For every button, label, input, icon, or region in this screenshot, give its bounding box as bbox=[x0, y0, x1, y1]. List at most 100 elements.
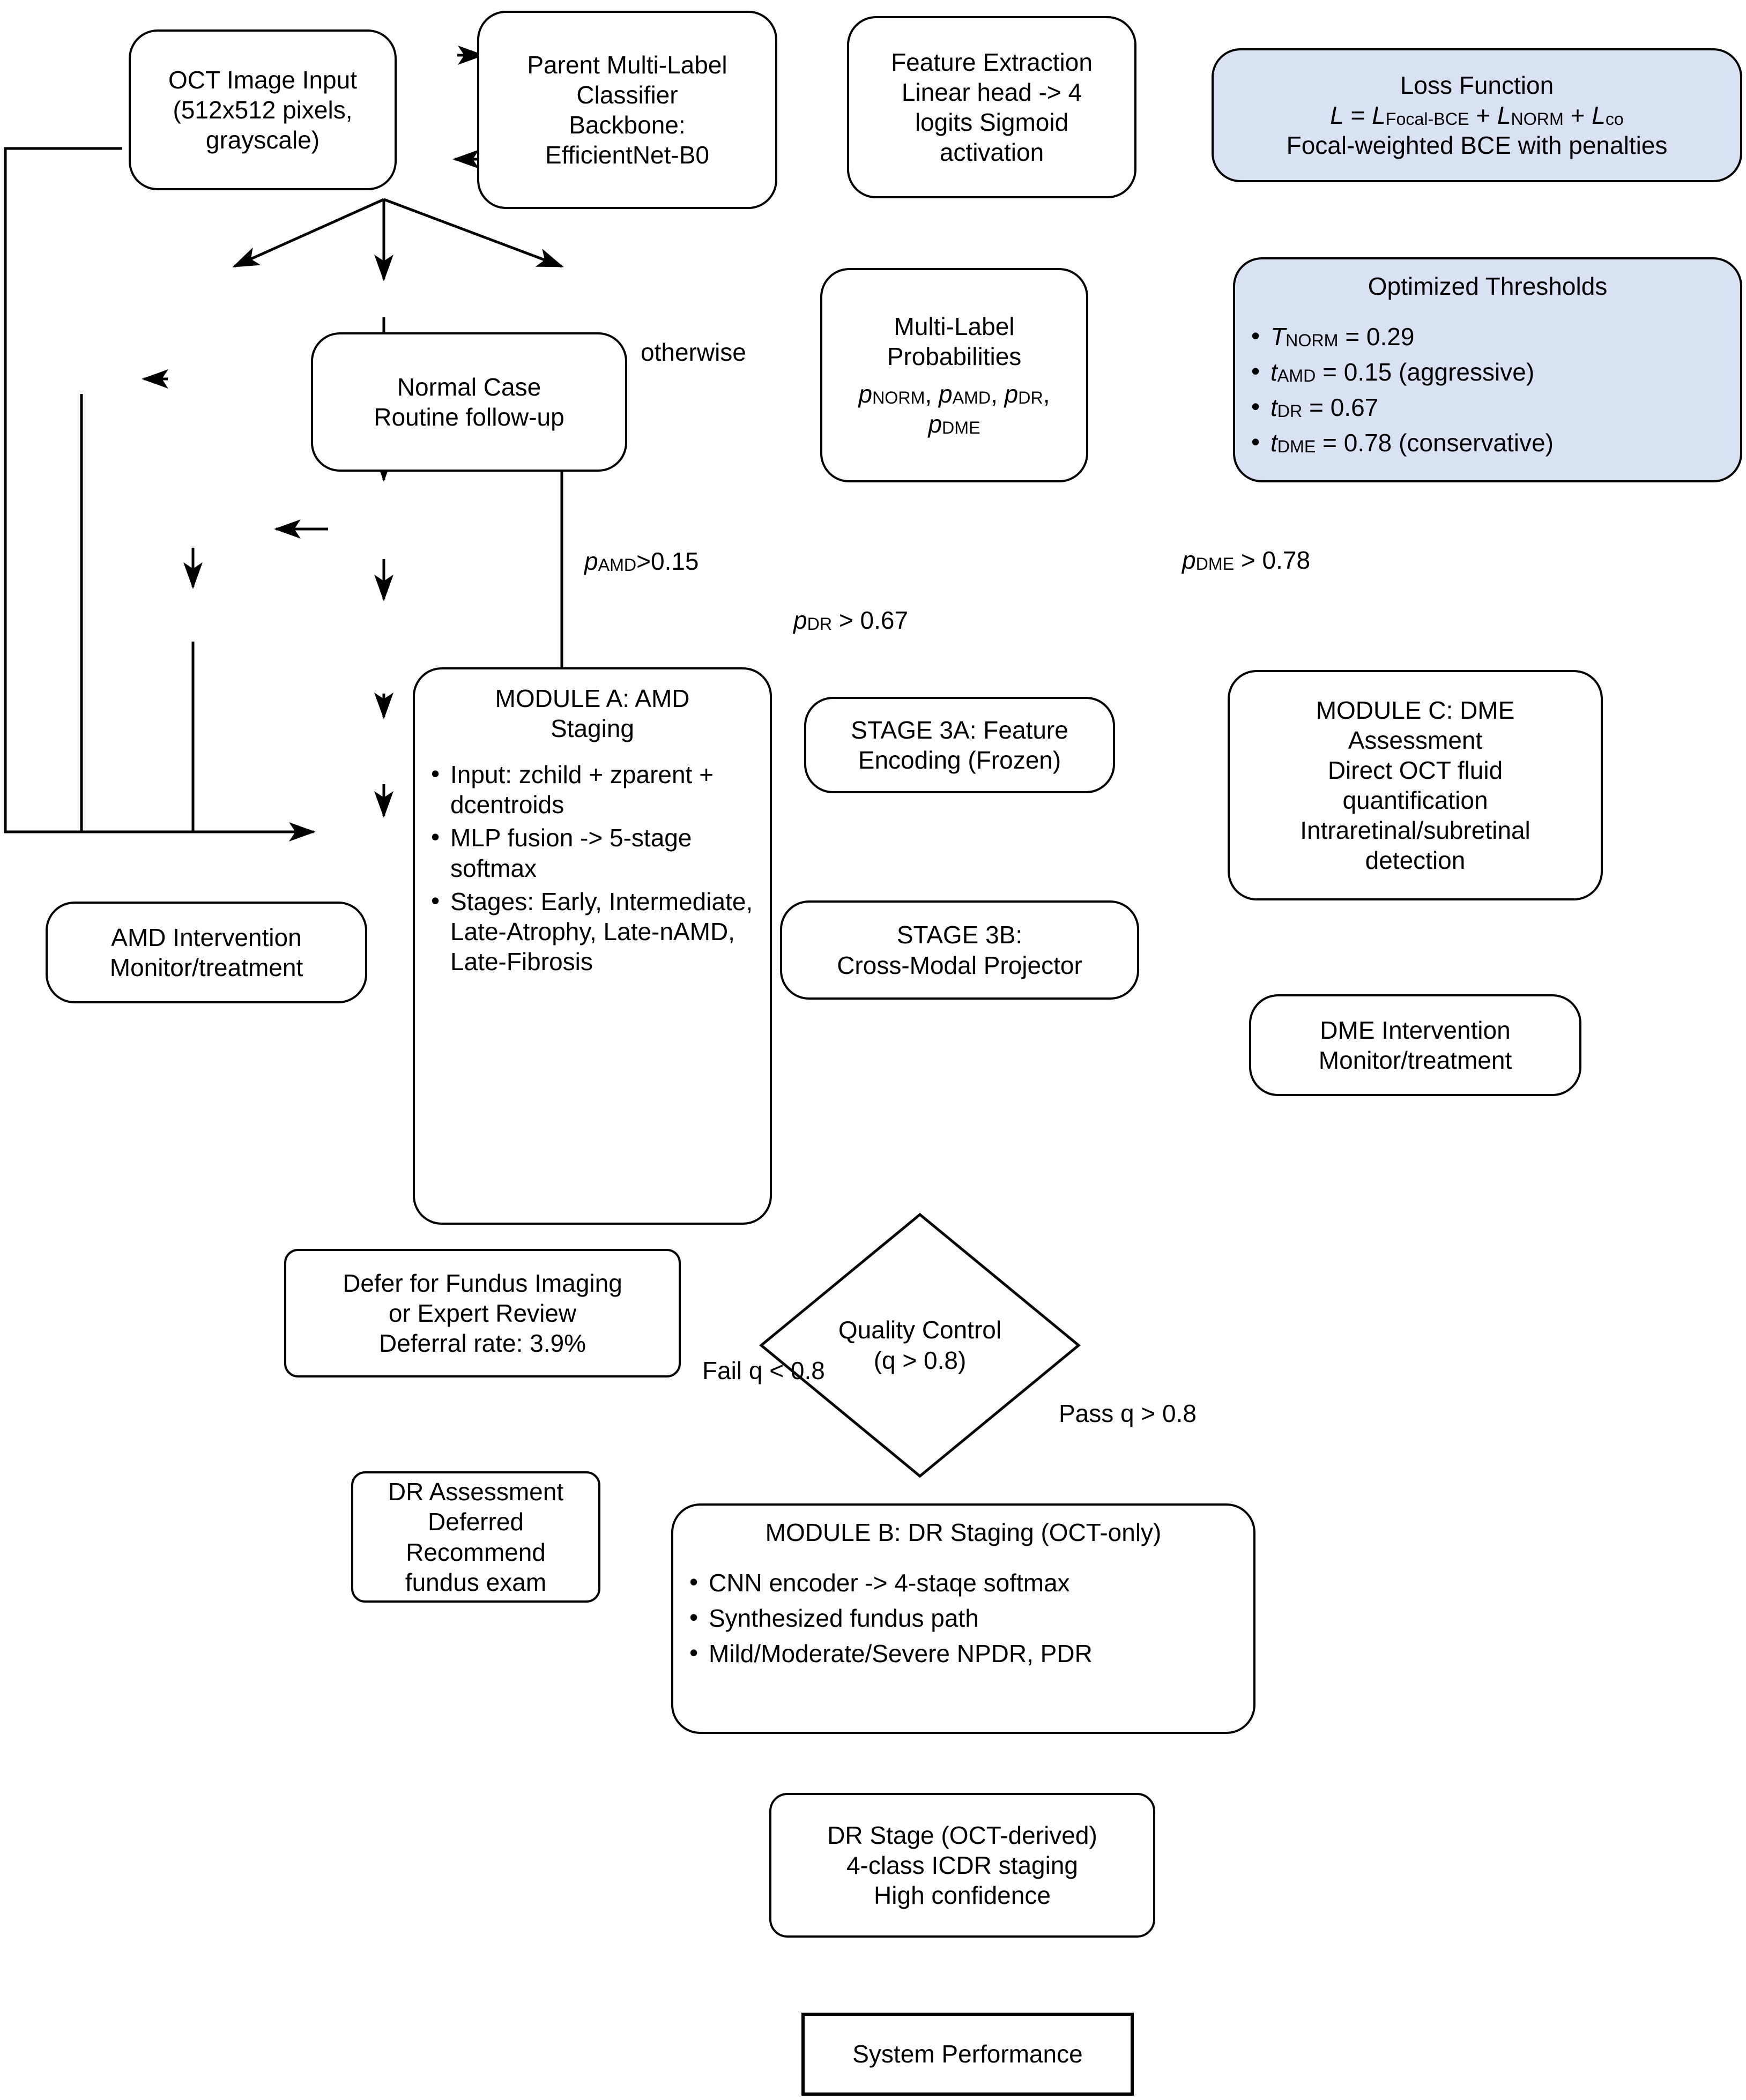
p-dme-value: > 0.78 bbox=[1234, 546, 1311, 574]
thresholds-title: Optimized Thresholds bbox=[1368, 272, 1608, 300]
p-dr-symbol: p bbox=[793, 606, 807, 634]
threshold-value: = 0.67 bbox=[1302, 393, 1379, 422]
stage3a-line-1: STAGE 3A: Feature bbox=[851, 716, 1068, 744]
node-dr-stage-oct-derived[interactable]: DR Stage (OCT-derived) 4-class ICDR stag… bbox=[769, 1793, 1155, 1938]
feature-line-4: activation bbox=[939, 138, 1044, 167]
probabilities-symbols-row2: pDME bbox=[928, 409, 980, 439]
loss-formula: L = LFocal-BCE + LNORM + LCO bbox=[1330, 100, 1624, 130]
amd-intervention-line-1: AMD Intervention bbox=[111, 923, 302, 951]
node-dme-intervention[interactable]: DME Intervention Monitor/treatment bbox=[1249, 994, 1581, 1096]
node-stage-3b-cross-modal-projector[interactable]: STAGE 3B: Cross-Modal Projector bbox=[780, 900, 1139, 1000]
node-dr-assessment-deferred[interactable]: DR Assessment Deferred Recommend fundus … bbox=[351, 1471, 600, 1603]
dr-deferred-line-4: fundus exam bbox=[405, 1568, 547, 1596]
dr-stage-line-2: 4-class ICDR staging bbox=[846, 1851, 1079, 1879]
p-amd-symbol: p bbox=[584, 547, 598, 575]
fail-line-2: q < 0.8 bbox=[748, 1357, 825, 1384]
fail-line-1: Fail bbox=[702, 1357, 742, 1384]
node-module-c-dme-assessment[interactable]: MODULE C: DME Assessment Direct OCT flui… bbox=[1228, 670, 1603, 900]
module-a-title-1: MODULE A: AMD bbox=[495, 684, 690, 712]
loss-term2: L bbox=[1497, 101, 1511, 129]
system-performance-label: System Performance bbox=[852, 2040, 1083, 2068]
threshold-item-dr: tDR = 0.67 bbox=[1243, 391, 1733, 422]
classifier-line-4: EfficientNet-B0 bbox=[545, 141, 709, 169]
edge-probabilities-to-module-a bbox=[232, 198, 385, 268]
quality-control-text: Quality Control (q > 0.8) bbox=[758, 1211, 1082, 1479]
loss-eq: = bbox=[1343, 101, 1372, 129]
node-loss-function[interactable]: Loss Function L = LFocal-BCE + LNORM + L… bbox=[1212, 48, 1742, 182]
threshold-symbol: T bbox=[1271, 323, 1286, 351]
threshold-symbol: t bbox=[1271, 429, 1277, 457]
defer-line-3: Deferral rate: 3.9% bbox=[378, 1329, 586, 1358]
node-multilabel-probabilities[interactable]: Multi-Label Probabilities pNORM, pAMD, p… bbox=[820, 268, 1088, 482]
loss-term2-sub: NORM bbox=[1511, 109, 1564, 129]
node-system-performance[interactable]: System Performance bbox=[801, 2013, 1134, 2096]
module-a-bullet: Input: zchild + zparent + dcentroids bbox=[422, 758, 762, 820]
p-dr-subscript: DR bbox=[807, 614, 833, 634]
module-a-bullet-list: Input: zchild + zparent + dcentroids MLP… bbox=[422, 758, 762, 980]
threshold-symbol: t bbox=[1271, 358, 1277, 386]
threshold-subscript: NORM bbox=[1286, 331, 1339, 351]
threshold-subscript: AMD bbox=[1277, 366, 1316, 386]
module-a-title-2: Staging bbox=[550, 714, 634, 743]
prob-symbol-norm: p bbox=[858, 380, 873, 408]
stage3a-line-2: Encoding (Frozen) bbox=[858, 746, 1061, 774]
threshold-value: = 0.78 (conservative) bbox=[1316, 429, 1554, 457]
prob-sep: , bbox=[1043, 380, 1050, 408]
quality-control-shape bbox=[759, 1212, 1081, 1478]
normal-case-line-1: Normal Case bbox=[397, 373, 541, 401]
prob-symbol-dr: p bbox=[1004, 380, 1019, 408]
classifier-line-1: Parent Multi-Label bbox=[527, 50, 727, 79]
edge-label-pass: Pass q > 0.8 bbox=[1059, 1399, 1197, 1428]
node-defer-fundus-imaging[interactable]: Defer for Fundus Imaging or Expert Revie… bbox=[284, 1249, 681, 1377]
p-dr-value: > 0.67 bbox=[832, 606, 909, 634]
threshold-item-norm: TNORM = 0.29 bbox=[1243, 321, 1733, 352]
probabilities-line-2: Probabilities bbox=[887, 342, 1022, 370]
pass-line-1: Pass bbox=[1059, 1399, 1114, 1427]
dme-intervention-line-1: DME Intervention bbox=[1320, 1016, 1511, 1044]
loss-term3-sub: CO bbox=[1605, 109, 1624, 129]
node-amd-intervention[interactable]: AMD Intervention Monitor/treatment bbox=[46, 902, 367, 1003]
threshold-item-dme: tDME = 0.78 (conservative) bbox=[1243, 427, 1733, 458]
edge-label-p-amd: pAMD>0.15 bbox=[584, 547, 699, 576]
module-c-line-1: MODULE C: DME bbox=[1316, 696, 1515, 724]
node-feature-extraction[interactable]: Feature Extraction Linear head -> 4 logi… bbox=[847, 16, 1136, 198]
node-oct-image-input[interactable]: OCT Image Input (512x512 pixels, graysca… bbox=[129, 29, 397, 190]
edge-label-fail: Fail q < 0.8 bbox=[702, 1356, 825, 1385]
oct-input-line-2: (512x512 pixels, bbox=[173, 95, 353, 124]
p-dme-symbol: p bbox=[1182, 546, 1196, 574]
prob-symbol-amd: p bbox=[938, 380, 953, 408]
prob-sep: , bbox=[991, 380, 1005, 408]
feature-line-3: logits Sigmoid bbox=[915, 108, 1069, 136]
module-b-title: MODULE B: DR Staging (OCT-only) bbox=[765, 1518, 1162, 1546]
stage3b-line-2: Cross-Modal Projector bbox=[837, 951, 1082, 979]
oct-input-line-1: OCT Image Input bbox=[168, 65, 357, 94]
classifier-line-2: Classifier bbox=[576, 80, 678, 109]
threshold-value: = 0.15 (aggressive) bbox=[1316, 358, 1535, 386]
amd-intervention-line-2: Monitor/treatment bbox=[109, 954, 303, 981]
defer-line-2: or Expert Review bbox=[388, 1299, 577, 1327]
node-optimized-thresholds[interactable]: Optimized Thresholds TNORM = 0.29 tAMD =… bbox=[1233, 257, 1742, 482]
feature-line-1: Feature Extraction bbox=[891, 48, 1093, 76]
dr-stage-line-1: DR Stage (OCT-derived) bbox=[827, 1821, 1097, 1849]
node-parent-multilabel-classifier[interactable]: Parent Multi-Label Classifier Backbone: … bbox=[477, 11, 777, 209]
threshold-symbol: t bbox=[1271, 393, 1277, 422]
edge-probabilities-to-module-c bbox=[383, 198, 564, 268]
threshold-subscript: DR bbox=[1277, 401, 1303, 421]
loss-title: Loss Function bbox=[1400, 71, 1554, 99]
node-quality-control[interactable]: Quality Control (q > 0.8) bbox=[758, 1211, 1082, 1479]
node-stage-3a-feature-encoding[interactable]: STAGE 3A: Feature Encoding (Frozen) bbox=[804, 697, 1115, 793]
node-module-b-dr-staging[interactable]: MODULE B: DR Staging (OCT-only) CNN enco… bbox=[671, 1503, 1255, 1734]
dr-deferred-line-2: Deferred bbox=[428, 1508, 524, 1536]
p-dme-subscript: DME bbox=[1195, 554, 1235, 574]
prob-sub-amd: AMD bbox=[952, 388, 991, 407]
loss-plus1: + bbox=[1469, 101, 1497, 129]
node-module-a-amd-staging[interactable]: MODULE A: AMD Staging Input: zchild + zp… bbox=[413, 667, 772, 1225]
module-c-line-4: quantification bbox=[1342, 786, 1488, 814]
module-c-line-3: Direct OCT fluid bbox=[1327, 756, 1503, 784]
probabilities-line-1: Multi-Label bbox=[894, 312, 1015, 340]
module-b-bullet: Mild/Moderate/Severe NPDR, PDR bbox=[681, 1637, 1246, 1669]
module-a-bullet: MLP fusion -> 5-stage softmax bbox=[422, 822, 762, 883]
loss-term1-sub: Focal-BCE bbox=[1385, 109, 1469, 129]
node-normal-case[interactable]: Normal Case Routine follow-up bbox=[311, 332, 627, 472]
loss-L: L bbox=[1330, 101, 1344, 129]
